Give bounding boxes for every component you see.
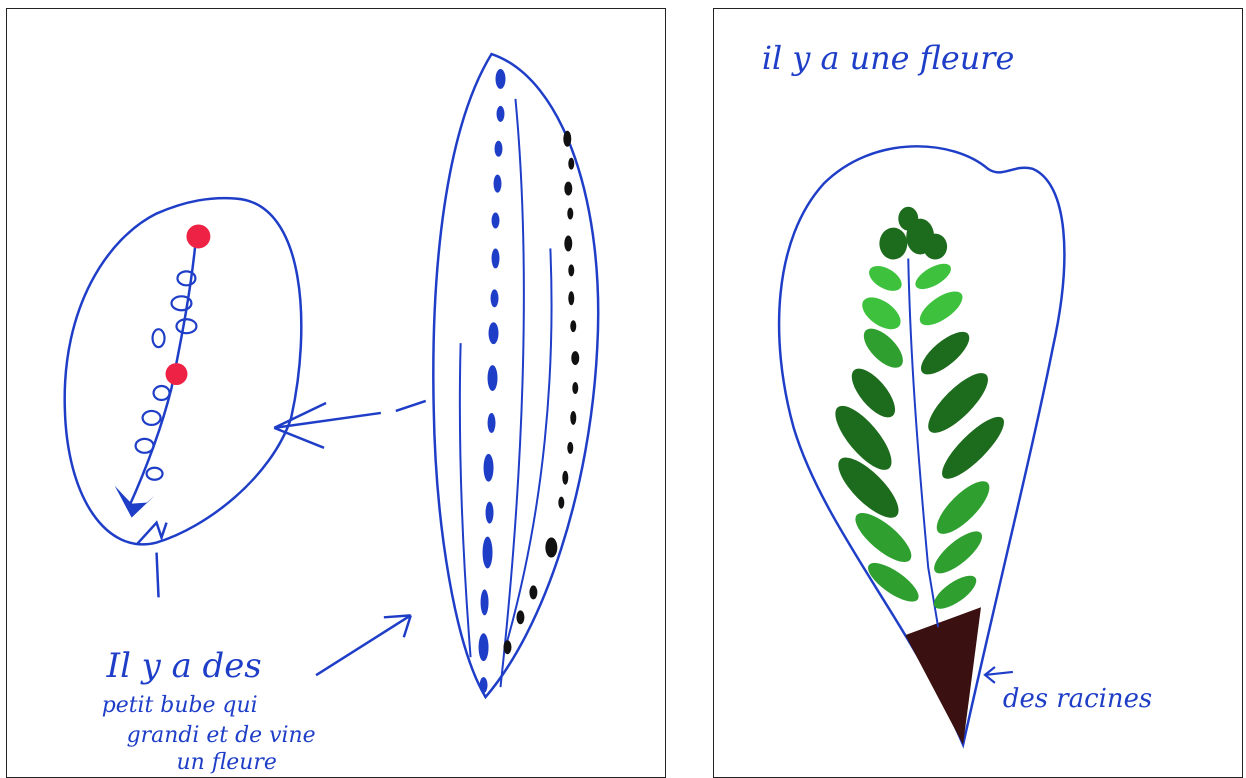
- left-caption-line-4: un fleure: [176, 750, 276, 775]
- right-title: il y a une fleure: [762, 39, 1014, 77]
- black-dash-column: [503, 131, 579, 654]
- left-drawing-panel: Il y a des petit bube qui grandi et de v…: [6, 8, 666, 778]
- soil-roots: [905, 607, 981, 744]
- left-drawing-canvas: Il y a des petit bube qui grandi et de v…: [7, 9, 665, 777]
- red-flower-top: [186, 225, 210, 249]
- left-caption: Il y a des petit bube qui grandi et de v…: [102, 646, 316, 775]
- roots-label: des racines: [1003, 684, 1152, 714]
- pointer-line-down: [157, 553, 159, 598]
- top-bud: [879, 207, 947, 260]
- big-seed-outline: [433, 54, 598, 697]
- leaves-right: [911, 259, 1011, 615]
- left-caption-line-1: Il y a des: [106, 646, 262, 685]
- right-drawing-panel: il y a une fleure: [713, 8, 1243, 778]
- red-flower-middle: [166, 363, 188, 385]
- big-seed-inner-line-3: [501, 99, 524, 687]
- roots-pointer-arrow: [985, 667, 1013, 683]
- root-spike: [115, 486, 155, 518]
- big-seed-inner-line-2: [505, 248, 551, 647]
- left-caption-line-2: petit bube qui: [102, 693, 258, 718]
- arrow-to-big-seed: [316, 615, 411, 675]
- left-caption-line-3: grandi et de vine: [127, 723, 316, 748]
- arrow-to-oval: [274, 401, 426, 448]
- blue-dash-column: [479, 69, 506, 693]
- big-seed-inner-line-1: [460, 343, 471, 657]
- right-drawing-canvas: il y a une fleure: [714, 9, 1242, 777]
